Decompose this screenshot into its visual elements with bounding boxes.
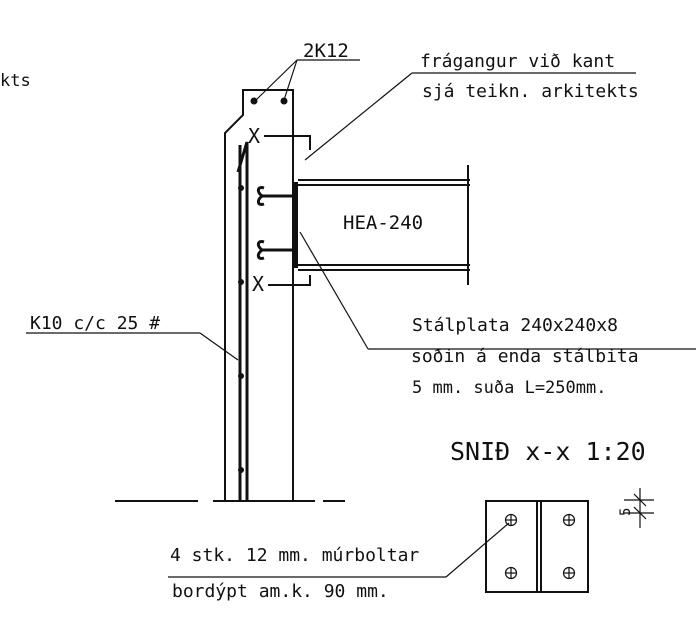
- steel-beam: [298, 165, 470, 285]
- top-rebar-leader: [255, 59, 360, 101]
- plate-bolt-holes: [504, 513, 576, 580]
- wall-rebar-label: K10 c/c 25 #: [30, 313, 160, 334]
- section-mark-lower: X: [252, 272, 264, 296]
- vertical-rebar: [236, 141, 249, 500]
- bolts-note-line1: 4 stk. 12 mm. múrboltar: [170, 545, 419, 566]
- plate-note-line1: Stálplata 240x240x8: [412, 315, 618, 336]
- steel-plate: [293, 182, 298, 268]
- edge-finish-note-line2: sjá teikn. arkitekts: [422, 81, 639, 102]
- bolts-note-line2: bordýpt am.k. 90 mm.: [172, 581, 389, 602]
- horizontal-rebar-dots: [238, 185, 244, 473]
- plate-note-line3: 5 mm. suða L=250mm.: [412, 378, 606, 398]
- plate-note-line2: soðin á enda stálbita: [411, 346, 639, 367]
- plate-note-leader: [299, 231, 696, 350]
- edge-finish-note-line1: frágangur við kant: [420, 51, 615, 72]
- top-rebar-dots: [250, 97, 288, 105]
- weld-dimension-label: 5: [618, 508, 634, 516]
- anchor-bolts: [256, 186, 293, 260]
- plate-detail: [485, 500, 589, 593]
- section-mark-upper-line: [264, 135, 311, 150]
- section-mark-lower-line: [268, 275, 311, 286]
- section-title: SNIÐ x-x 1:20: [450, 437, 646, 466]
- weld-dimension-symbol: [624, 488, 654, 528]
- beam-profile-label: HEA-240: [343, 212, 423, 234]
- wall-rebar-leader: [26, 332, 239, 361]
- edge-finish-leader: [304, 72, 636, 161]
- section-mark-upper: X: [248, 124, 260, 148]
- concrete-wall: [224, 89, 294, 501]
- top-rebar-label: 2K12: [303, 40, 349, 62]
- cut-off-label: kts: [0, 71, 31, 91]
- bolts-note-leader: [168, 522, 510, 578]
